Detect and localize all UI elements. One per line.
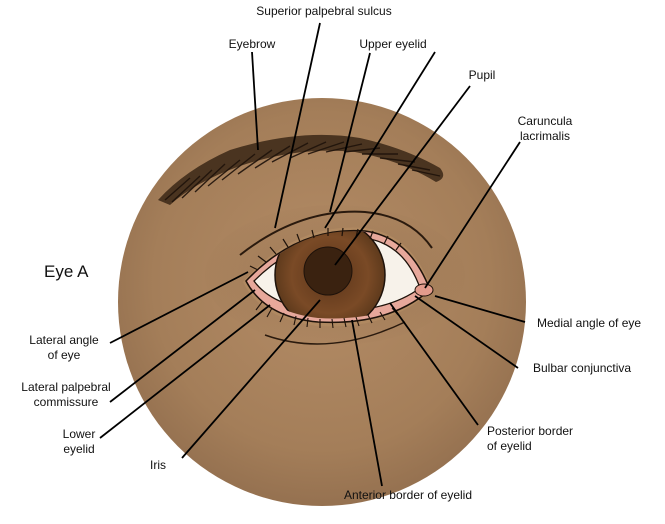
label-lower-eyelid: Lower eyelid [44, 427, 114, 457]
label-lower-eyelid-line-1: Lower [62, 427, 96, 441]
label-posterior-border: Posterior border of eyelid [487, 424, 573, 454]
label-caruncula-line-2: lacrimalis [519, 129, 570, 143]
caruncula-shape [414, 283, 434, 297]
label-caruncula-line-1: Caruncula [517, 114, 573, 128]
label-lateral-palpebral-commissure: Lateral palpebral commissure [6, 380, 126, 410]
leader-lines [99, 22, 526, 487]
label-posterior-line-1: Posterior border [487, 424, 574, 438]
upper-lashes [249, 227, 402, 271]
diagram-title: Eye A [44, 262, 89, 281]
label-posterior-line-2: of eyelid [487, 439, 532, 453]
label-lateral-angle: Lateral angle of eye [14, 333, 114, 363]
label-pupil: Pupil [468, 68, 496, 82]
lower-lid-crease [264, 321, 406, 345]
label-eyebrow: Eyebrow [228, 37, 276, 51]
label-superior-palpebral-sulcus: Superior palpebral sulcus [256, 4, 392, 18]
label-medial-angle: Medial angle of eye [537, 316, 642, 330]
label-caruncula-lacrimalis: Caruncula lacrimalis [500, 114, 590, 144]
pupil-shape [303, 246, 353, 296]
label-lateral-angle-line-2: of eye [47, 348, 81, 362]
label-upper-eyelid: Upper eyelid [359, 37, 427, 51]
label-bulbar-conjunctiva: Bulbar conjunctiva [533, 361, 632, 375]
label-lower-eyelid-line-2: eyelid [63, 442, 95, 456]
label-iris: Iris [150, 458, 166, 472]
label-anterior-border: Anterior border of eyelid [343, 488, 473, 502]
label-lateral-commissure-line-1: Lateral palpebral [21, 380, 111, 394]
label-lateral-angle-line-1: Lateral angle [29, 333, 99, 347]
label-lateral-commissure-line-2: commissure [33, 395, 99, 409]
palpebral-sulcus-line [239, 210, 433, 256]
